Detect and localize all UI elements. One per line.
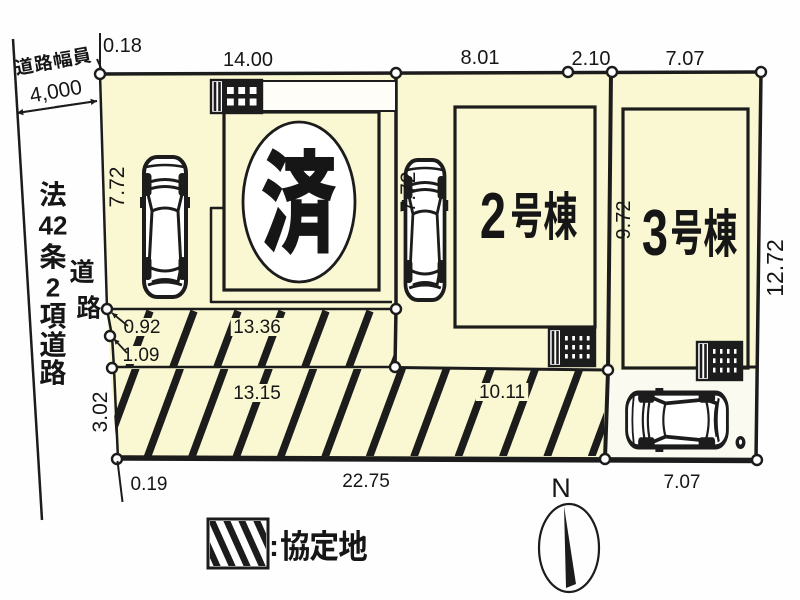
svg-text:13.15: 13.15 <box>233 383 281 404</box>
svg-text:14.00: 14.00 <box>223 49 273 71</box>
svg-text:1.09: 1.09 <box>123 345 160 366</box>
svg-text:13.36: 13.36 <box>233 317 281 338</box>
svg-text:3.02: 3.02 <box>89 392 112 433</box>
svg-text:8.01: 8.01 <box>461 47 500 69</box>
svg-text:42: 42 <box>39 211 68 241</box>
svg-text:2: 2 <box>46 273 60 303</box>
svg-text:7.72: 7.72 <box>106 167 129 208</box>
svg-text:3: 3 <box>642 198 668 270</box>
svg-text:7.07: 7.07 <box>664 472 701 493</box>
svg-text:10.11: 10.11 <box>479 382 525 403</box>
svg-text:9.72: 9.72 <box>613 201 635 240</box>
svg-text:2.10: 2.10 <box>572 48 611 70</box>
svg-text::: : <box>269 530 279 563</box>
svg-text:22.75: 22.75 <box>342 471 390 492</box>
svg-text:N: N <box>551 473 571 503</box>
svg-text:2: 2 <box>480 181 506 253</box>
svg-text:7.07: 7.07 <box>666 48 705 70</box>
svg-text:7.72: 7.72 <box>397 172 420 213</box>
svg-text:0.92: 0.92 <box>124 317 161 338</box>
svg-text:0.18: 0.18 <box>103 35 142 57</box>
svg-text:0.19: 0.19 <box>131 474 168 495</box>
svg-text:12.72: 12.72 <box>762 239 788 297</box>
